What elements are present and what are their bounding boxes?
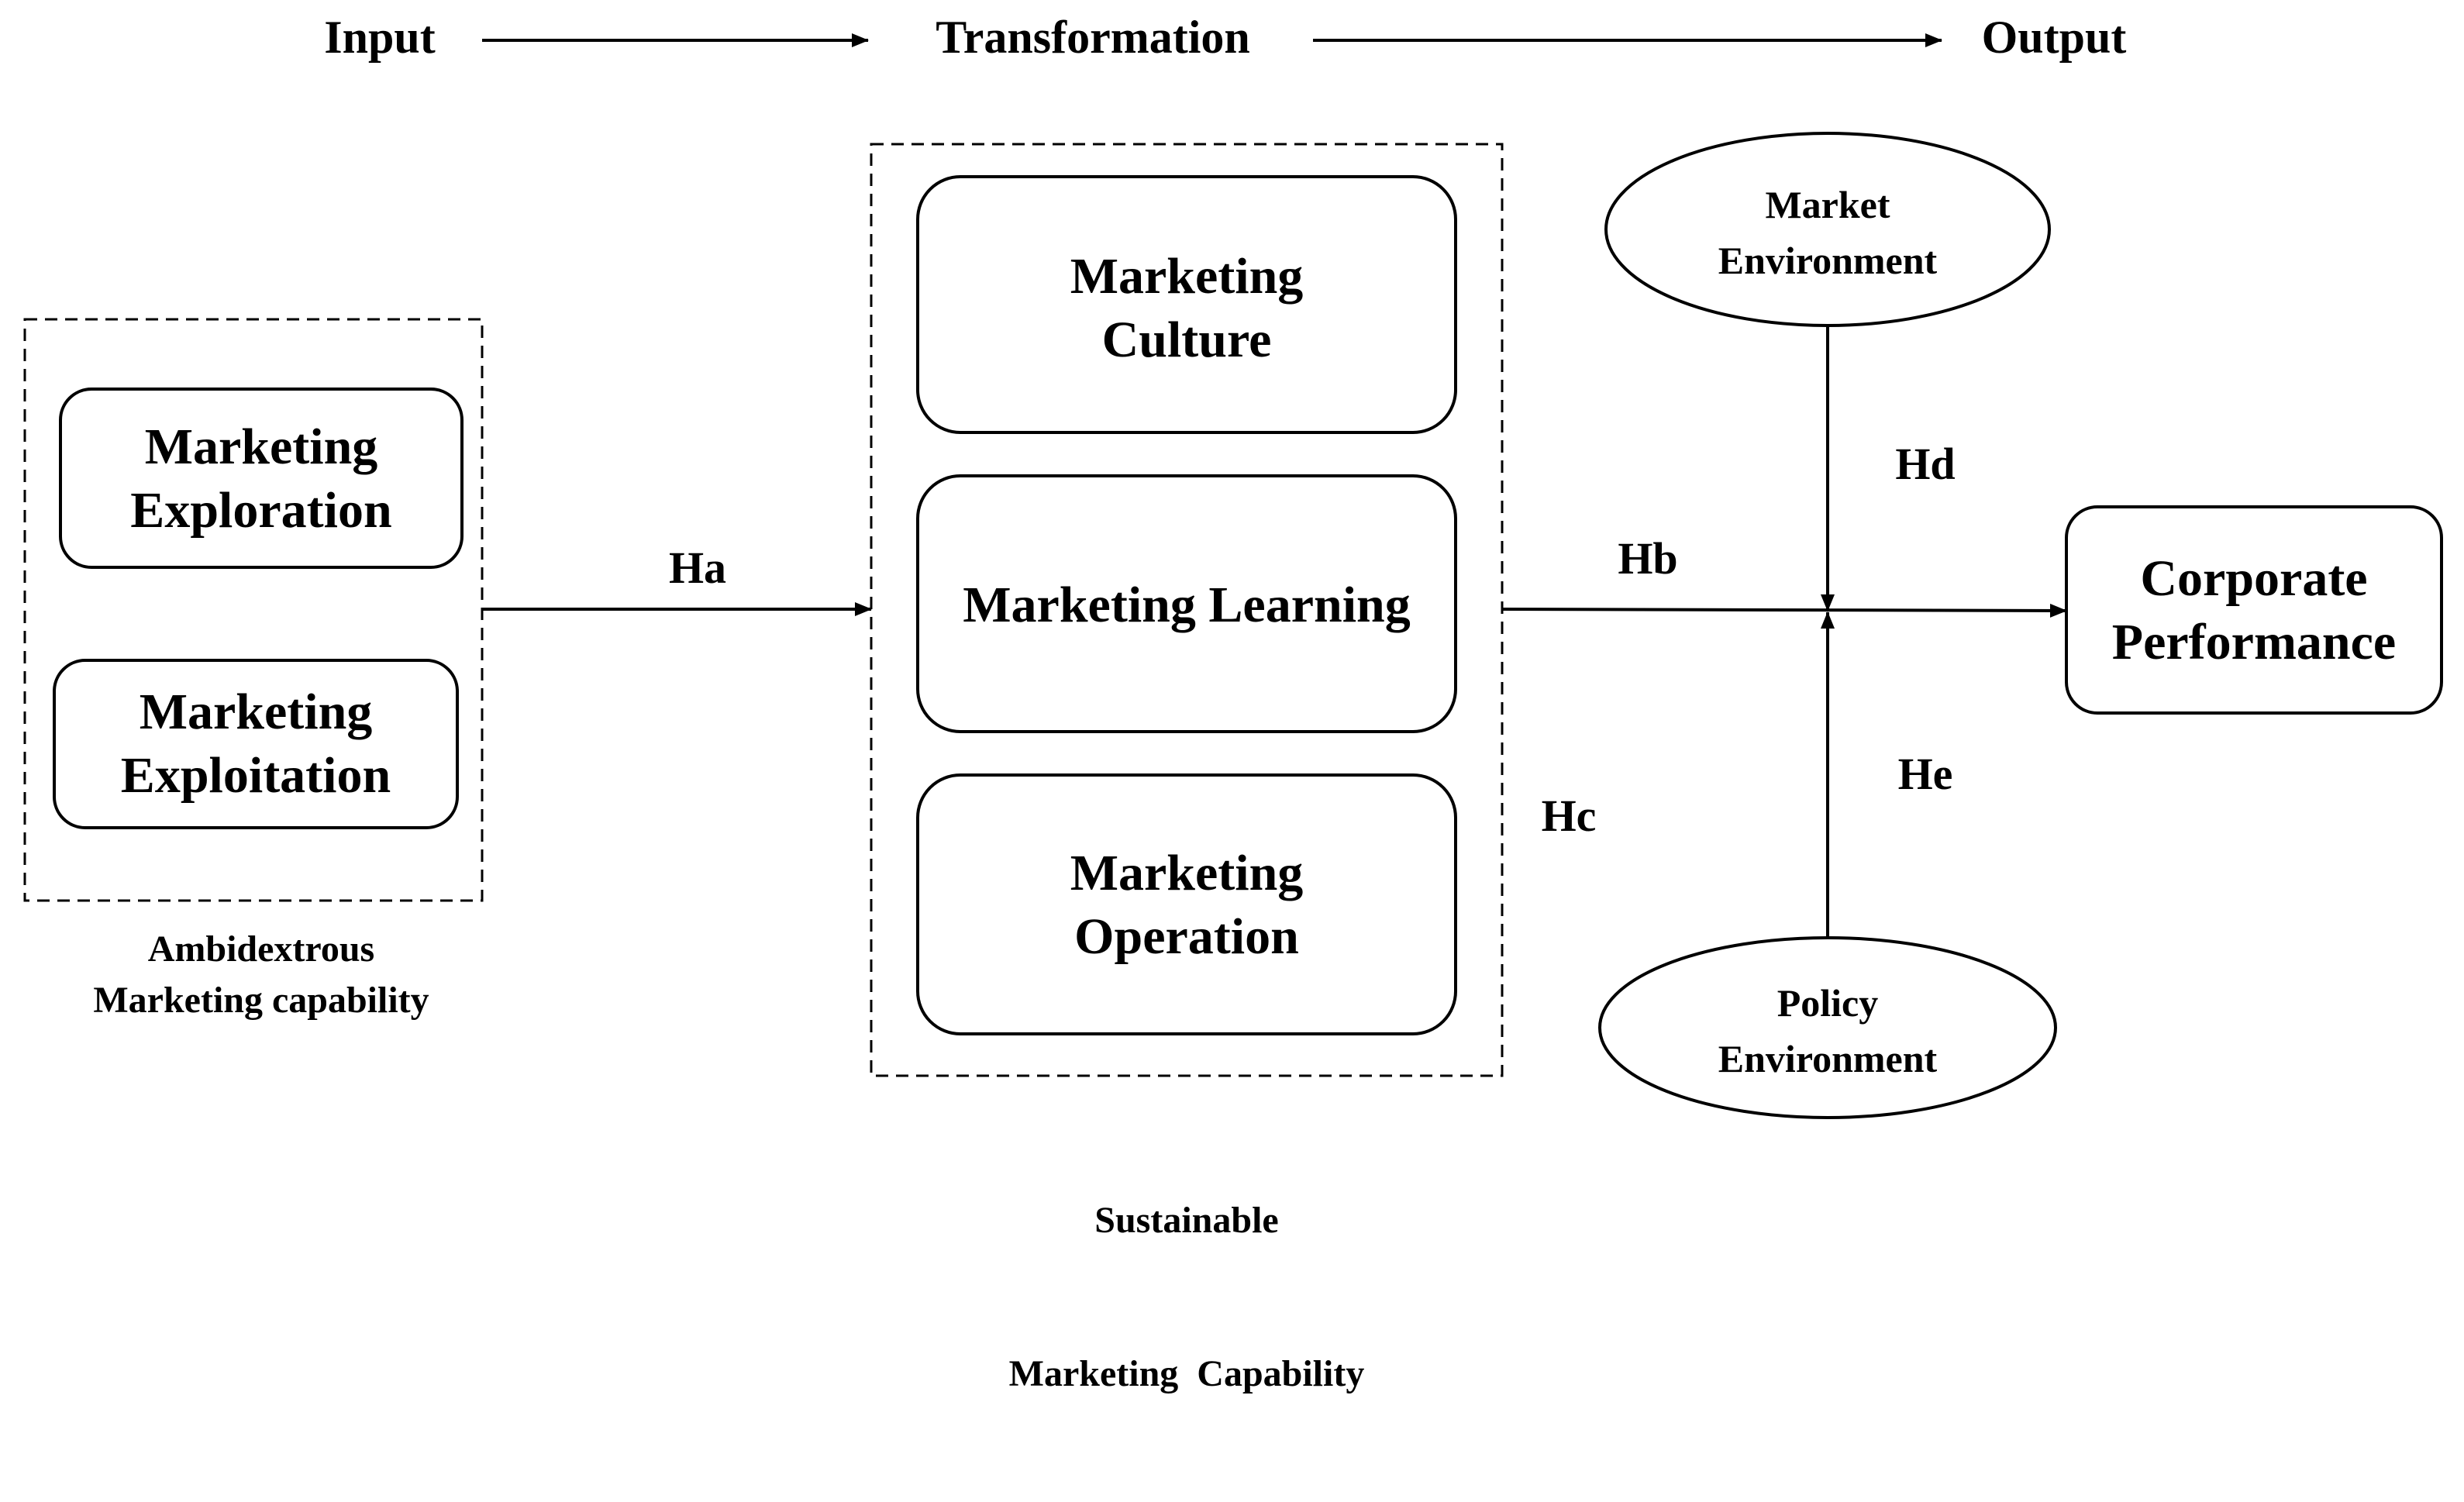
sustainable-caption: Sustainable Marketing Capability: [1008, 1200, 1365, 1394]
culture-box: [916, 175, 1457, 434]
hypothesis-hd: Hd: [1895, 439, 1956, 489]
hypothesis-he: He: [1897, 749, 1953, 799]
policy-environment-label: Policy Environment: [1718, 981, 1938, 1080]
stage-label-transformation: Transformation: [936, 12, 1250, 63]
stage-label-output: Output: [1981, 12, 2127, 63]
exploration-box: [59, 388, 464, 569]
ambidextrous-caption: Ambidextrous Marketing capability: [93, 928, 429, 1021]
exploration-label: Marketing Exploration: [130, 419, 392, 539]
exploitation-box: [53, 659, 459, 829]
hypothesis-hc: Hc: [1541, 791, 1597, 841]
culture-label: Marketing Culture: [1070, 248, 1304, 368]
operation-label: Marketing Operation: [1070, 845, 1304, 965]
stage-label-input: Input: [324, 12, 436, 63]
diagram-shapes: [23, 33, 2443, 1119]
arrow-hb: [1501, 603, 2067, 618]
hypothesis-ha: Ha: [668, 543, 727, 593]
operation-box: [916, 773, 1457, 1035]
market-environment-label: Market Environment: [1718, 183, 1938, 282]
exploitation-label: Marketing Exploitation: [120, 684, 391, 804]
research-framework-diagram: Input Transformation Output Marketing Ex…: [23, 12, 2443, 1394]
learning-label: Marketing Learning: [963, 577, 1411, 633]
corporate-performance-label: Corporate Performance: [2111, 550, 2397, 670]
hypothesis-hb: Hb: [1618, 533, 1678, 584]
learning-box: [916, 474, 1457, 733]
